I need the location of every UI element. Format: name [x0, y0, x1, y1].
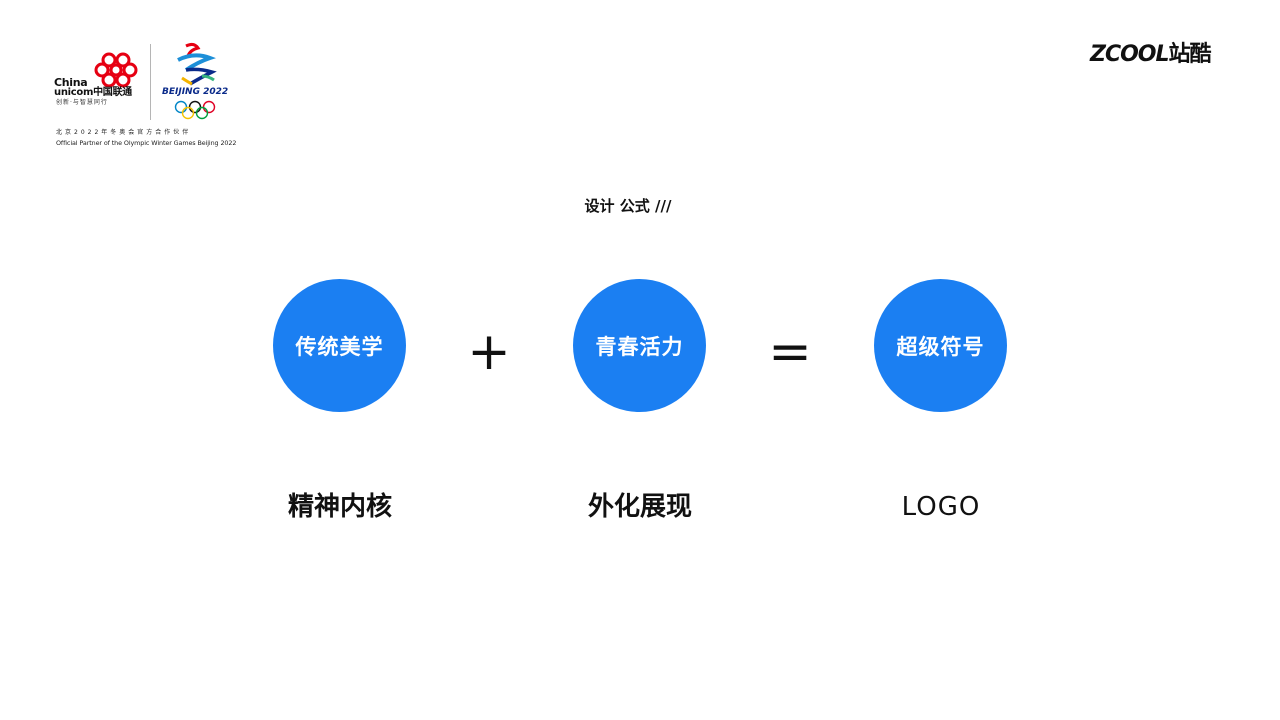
circle-label: 青春活力 — [595, 334, 684, 359]
unicom-name-line1: China — [54, 76, 88, 89]
beijing-2022-text: BEIJING 2022 — [162, 87, 229, 97]
sponsor-logo-block: China unicom中国联通 创新·与智慧同行 BEIJING 2022 北… — [54, 40, 237, 155]
equals-operator: = — [768, 322, 812, 382]
circle-label: 传统美学 — [295, 334, 384, 359]
section-title: 设计 公式 /// — [584, 197, 672, 215]
zcool-logo-latin: ZCOOL — [1090, 42, 1170, 67]
beijing-2022-emblem-icon — [177, 42, 217, 86]
plus-operator: + — [467, 322, 511, 382]
olympic-rings-icon — [174, 100, 216, 120]
china-unicom-knot-icon — [94, 52, 138, 88]
caption-spiritual-core: 精神内核 — [287, 492, 392, 522]
unicom-name-line2: unicom中国联通 — [54, 87, 132, 98]
zcool-logo: ZCOOL站酷 — [1090, 42, 1212, 68]
caption-external-expression: 外化展现 — [587, 492, 692, 522]
unicom-slogan: 创新·与智慧同行 — [56, 99, 108, 106]
zcool-logo-cn: 站酷 — [1168, 42, 1212, 67]
formula-circle-traditional-aesthetics: 传统美学 — [273, 279, 406, 412]
partner-statement-en: Official Partner of the Olympic Winter G… — [56, 139, 237, 147]
caption-logo: LOGO — [901, 492, 981, 522]
partner-statement-cn: 北京2022年冬奥会官方合作伙伴 — [56, 129, 192, 136]
logo-divider — [150, 44, 151, 120]
formula-circle-super-symbol: 超级符号 — [874, 279, 1007, 412]
circle-label: 超级符号 — [896, 334, 985, 359]
formula-circle-youthful-vitality: 青春活力 — [573, 279, 706, 412]
